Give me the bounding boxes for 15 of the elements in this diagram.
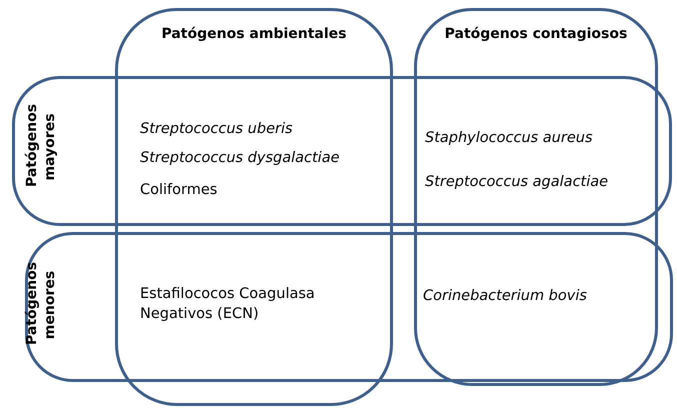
pathogen-name: Estafilococos Coagulasa Negativos (ECN) (140, 285, 316, 324)
pathogen-name: Coliformes (140, 181, 218, 200)
row-heading: Patógenos menores (23, 265, 59, 345)
column-outline (115, 8, 393, 406)
species-name: Corinebacterium bovis (423, 287, 587, 306)
species-name: Streptococcus uberis (140, 120, 293, 139)
species-name: Streptococcus agalactiae (425, 173, 608, 192)
species-name: Streptococcus dysgalactiae (140, 149, 340, 168)
row-outline (25, 232, 673, 382)
row-outline (12, 76, 672, 226)
species-name: Staphylococcus aureus (425, 129, 592, 148)
column-outline (414, 8, 658, 386)
column-heading: Patógenos contagiosos (444, 25, 628, 43)
column-heading: Patógenos ambientales (160, 25, 348, 43)
row-heading: Patógenos mayores (23, 107, 59, 187)
